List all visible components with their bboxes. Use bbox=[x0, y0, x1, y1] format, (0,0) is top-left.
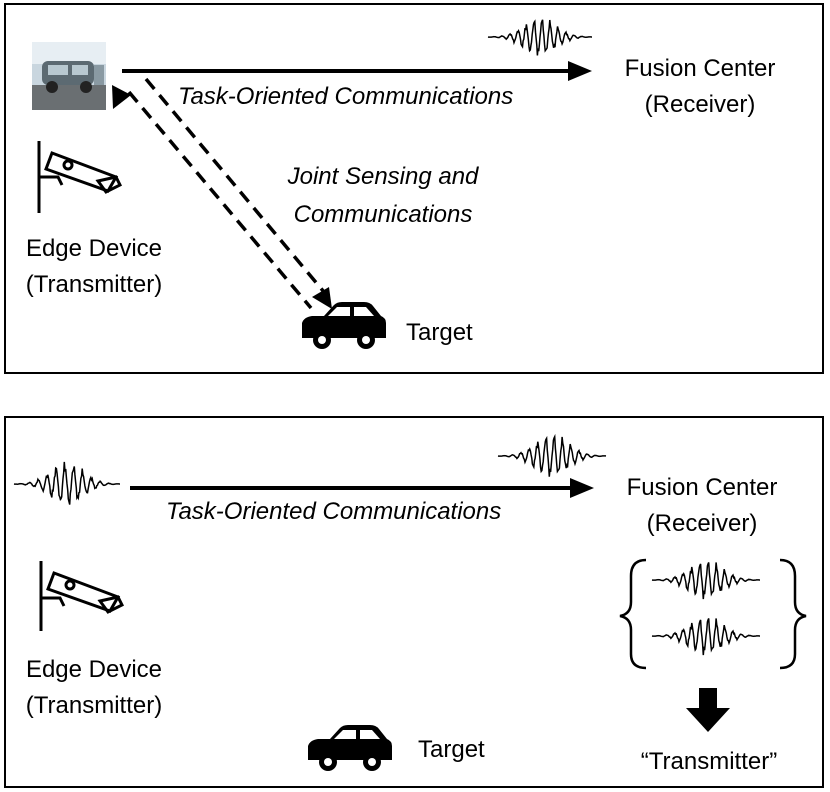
edge-device-label: Edge Device bbox=[25, 656, 163, 683]
jsc-label-line2: Communications bbox=[293, 201, 473, 228]
down-arrow-icon bbox=[686, 688, 730, 732]
task-comm-label: Task-Oriented Communications bbox=[166, 498, 502, 525]
transmitter-label: (Transmitter) bbox=[25, 692, 163, 719]
target-label: Target bbox=[406, 319, 473, 346]
quoted-transmitter-label: “Transmitter” bbox=[640, 748, 778, 775]
fusion-center-label: Fusion Center bbox=[626, 474, 778, 501]
security-camera-icon bbox=[39, 561, 125, 631]
car-photo-thumbnail bbox=[32, 42, 106, 110]
task-comm-label: Task-Oriented Communications bbox=[178, 83, 514, 110]
jsc-label-line1: Joint Sensing and bbox=[287, 163, 479, 190]
task-comm-arrow bbox=[122, 61, 592, 81]
jsc-dashed-arrows bbox=[112, 77, 332, 310]
car-icon bbox=[302, 302, 386, 349]
target-label: Target bbox=[418, 736, 485, 763]
task-comm-arrow bbox=[130, 478, 594, 498]
left-brace bbox=[619, 558, 647, 670]
fusion-center-label: Fusion Center bbox=[624, 55, 776, 82]
receiver-label: (Receiver) bbox=[644, 91, 756, 118]
right-brace bbox=[779, 558, 807, 670]
top-panel: Fusion Center (Receiver) Task-Oriented C… bbox=[4, 3, 824, 374]
waveform-icon bbox=[487, 19, 592, 56]
bottom-panel: Fusion Center (Receiver) Task-Oriented C… bbox=[4, 416, 824, 788]
bottom-panel-graphics bbox=[13, 433, 807, 771]
edge-device-label: Edge Device bbox=[25, 235, 163, 262]
top-panel-graphics bbox=[32, 19, 592, 349]
receiver-label: (Receiver) bbox=[646, 510, 758, 537]
waveform-icon bbox=[13, 433, 760, 656]
security-camera-icon bbox=[37, 141, 123, 213]
car-icon bbox=[308, 725, 392, 771]
transmitter-label: (Transmitter) bbox=[25, 271, 163, 298]
